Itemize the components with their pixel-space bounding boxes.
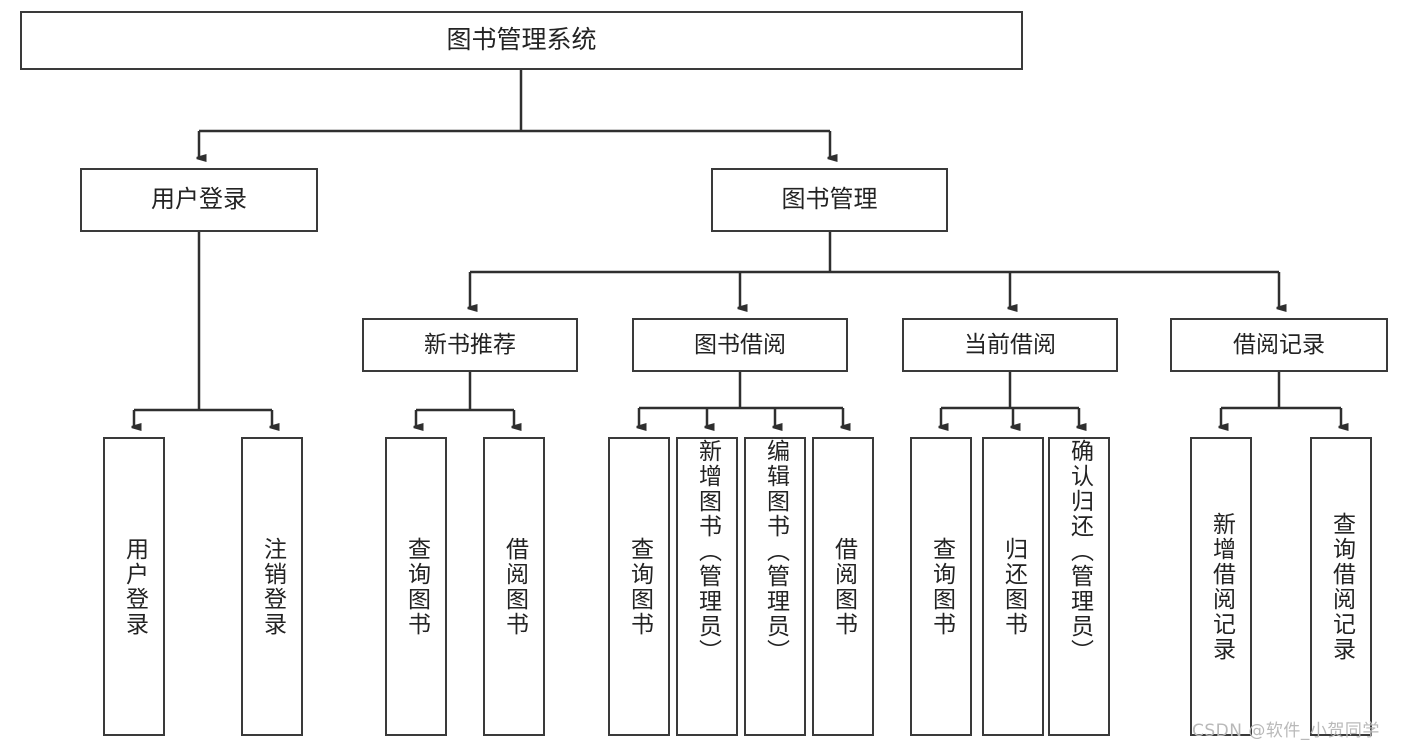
leaf-edit-book-admin[interactable]: 编辑图书（管理员）: [744, 437, 806, 736]
leaf-query-book-recommend-label: 查询图书: [403, 536, 430, 637]
leaf-query-book-recommend[interactable]: 查询图书: [385, 437, 447, 736]
leaf-logout-label: 注销登录: [259, 536, 286, 637]
leaf-user-login[interactable]: 用户登录: [103, 437, 165, 736]
node-book-borrow[interactable]: 图书借阅: [632, 318, 848, 372]
leaf-borrow-book[interactable]: 借阅图书: [812, 437, 874, 736]
leaf-add-book-admin-label: 新增图书（管理员）: [694, 439, 721, 664]
node-root-label: 图书管理系统: [446, 25, 597, 55]
node-borrow-record[interactable]: 借阅记录: [1170, 318, 1388, 372]
leaf-add-book-admin[interactable]: 新增图书（管理员）: [676, 437, 738, 736]
leaf-user-login-label: 用户登录: [121, 536, 148, 637]
leaf-confirm-return-admin[interactable]: 确认归还（管理员）: [1048, 437, 1110, 736]
node-book-management-label: 图书管理: [781, 185, 878, 214]
node-root[interactable]: 图书管理系统: [20, 11, 1023, 70]
leaf-query-book[interactable]: 查询图书: [608, 437, 670, 736]
node-new-book-recommend-label: 新书推荐: [424, 331, 516, 358]
leaf-query-book-current[interactable]: 查询图书: [910, 437, 972, 736]
leaf-borrow-book-label: 借阅图书: [830, 536, 857, 637]
node-current-borrow-label: 当前借阅: [964, 331, 1056, 358]
leaf-add-borrow-record[interactable]: 新增借阅记录: [1190, 437, 1252, 736]
leaf-return-book-label: 归还图书: [1000, 536, 1027, 637]
leaf-logout[interactable]: 注销登录: [241, 437, 303, 736]
leaf-borrow-book-recommend[interactable]: 借阅图书: [483, 437, 545, 736]
node-user-login-label: 用户登录: [151, 185, 247, 214]
csdn-watermark: CSDN @软件_小贺同学: [1192, 721, 1380, 741]
leaf-query-borrow-record-label: 查询借阅记录: [1328, 511, 1355, 662]
leaf-return-book[interactable]: 归还图书: [982, 437, 1044, 736]
leaf-add-borrow-record-label: 新增借阅记录: [1208, 511, 1235, 662]
node-current-borrow[interactable]: 当前借阅: [902, 318, 1118, 372]
leaf-confirm-return-admin-label: 确认归还（管理员）: [1066, 439, 1093, 664]
node-borrow-record-label: 借阅记录: [1233, 331, 1325, 358]
node-new-book-recommend[interactable]: 新书推荐: [362, 318, 578, 372]
node-book-borrow-label: 图书借阅: [694, 331, 786, 358]
node-book-management[interactable]: 图书管理: [711, 168, 948, 232]
leaf-borrow-book-recommend-label: 借阅图书: [501, 536, 528, 637]
leaf-edit-book-admin-label: 编辑图书（管理员）: [762, 439, 789, 664]
leaf-query-book-current-label: 查询图书: [928, 536, 955, 637]
leaf-query-book-label: 查询图书: [626, 536, 653, 637]
node-user-login[interactable]: 用户登录: [80, 168, 318, 232]
leaf-query-borrow-record[interactable]: 查询借阅记录: [1310, 437, 1372, 736]
